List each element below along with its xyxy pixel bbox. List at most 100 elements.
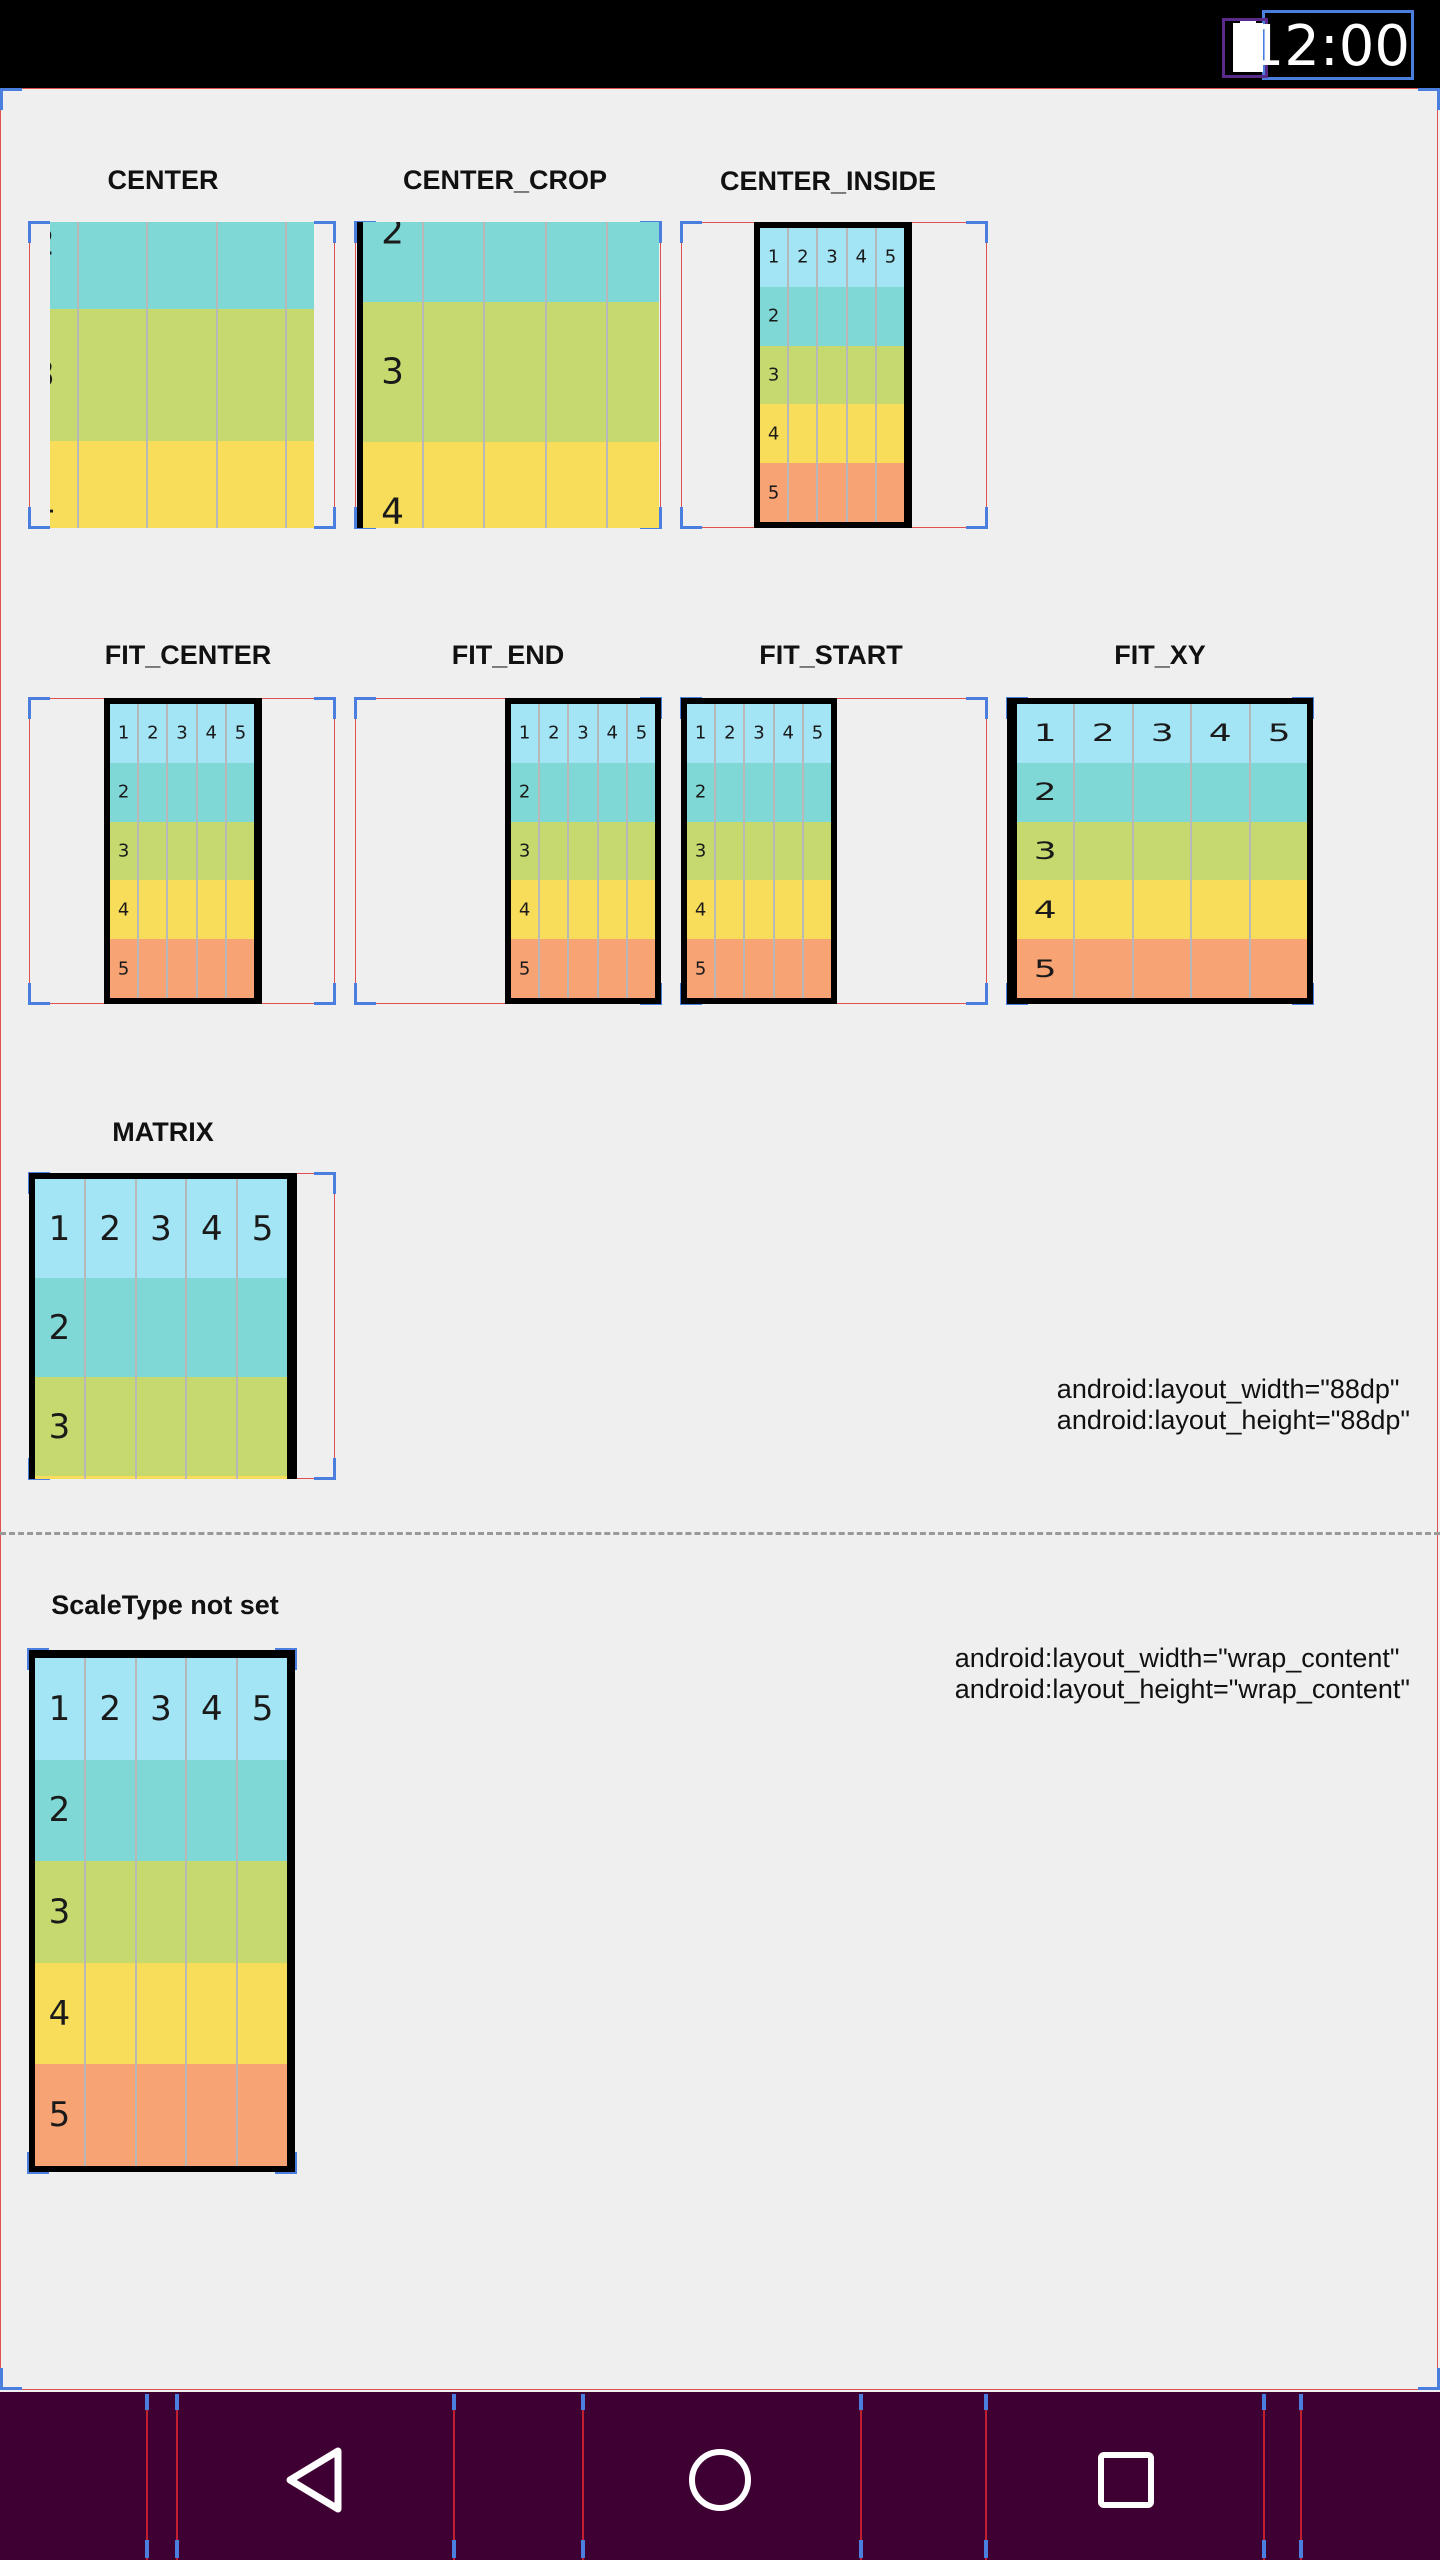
grid-cell: 5 (1017, 939, 1076, 998)
grid-cell (86, 1861, 137, 1963)
grid-cell: 4 (187, 1179, 239, 1278)
nav-bounds-tick (452, 2540, 456, 2558)
grid-cell: 3 (760, 345, 790, 405)
fixed-size-height: android:layout_height="88dp" (1056, 1405, 1410, 1435)
grid-number: 3 (176, 722, 188, 744)
grid-cell (168, 880, 198, 940)
grid-number: 5 (1033, 954, 1057, 983)
grid-cell (238, 1476, 287, 1479)
grid-cell (238, 1377, 287, 1476)
grid-number: 3 (150, 1688, 172, 1729)
grid-cell (1134, 821, 1193, 881)
grid-cell (187, 1861, 239, 1963)
recents-icon[interactable] (1076, 2430, 1176, 2530)
grid-number: 4 (782, 722, 794, 744)
grid-cell: 1 (511, 704, 541, 763)
nav-bounds-tick (175, 2394, 179, 2410)
grid-cell (608, 442, 659, 528)
grid-cell (599, 821, 628, 881)
grid-cell: 3 (745, 704, 775, 763)
grid-row: 5 (110, 939, 254, 998)
grid-cell (238, 1861, 287, 1963)
grid-cell (818, 404, 848, 464)
grid-cell (137, 2064, 188, 2166)
home-icon[interactable] (670, 2430, 770, 2530)
grid-cell (1192, 880, 1251, 940)
grid-row: 2 (760, 286, 904, 346)
grid-cell (424, 442, 486, 528)
grid-cell (789, 463, 819, 522)
grid-row: 3 (363, 302, 659, 442)
grid-number: 4 (855, 246, 867, 268)
grid-cell: 1 (35, 1179, 86, 1278)
status-time: 12:00 (1248, 14, 1410, 79)
grid-cell (1192, 821, 1251, 881)
grid-number: 4 (518, 899, 531, 921)
grid-row: 5 (760, 463, 904, 522)
grid-cell: 2 (363, 222, 425, 302)
grid-cell (608, 302, 659, 442)
grid-cell (628, 939, 655, 998)
grid-row: 4 (110, 880, 254, 940)
grid-cell: 1 (110, 704, 140, 763)
grid-cell (424, 302, 486, 442)
grid-cell: 4 (760, 404, 790, 464)
grid-cell (547, 222, 608, 302)
back-icon[interactable] (265, 2430, 365, 2530)
grid-number: 4 (606, 722, 618, 744)
grid-row: 4 (687, 880, 831, 940)
grid-cell: 5 (110, 939, 140, 998)
grid-cell (547, 302, 608, 442)
grid-cell (716, 762, 746, 822)
grid-row: 4 (50, 441, 314, 528)
nav-bounds-tick (984, 2394, 988, 2410)
content-corner (0, 88, 22, 110)
grid-cell (137, 1278, 188, 1377)
grid-cell: 1 (760, 228, 790, 287)
grid-cell (628, 880, 655, 939)
grid-number: 2 (147, 722, 159, 744)
grid-cell (485, 302, 547, 442)
grid-cell (775, 821, 804, 881)
grid-row: 5 (511, 939, 655, 998)
nav-bounds-line (453, 2396, 455, 2560)
grid-number: 2 (518, 781, 531, 803)
grid-cell (287, 309, 314, 441)
label-matrix: MATRIX (112, 1117, 214, 1147)
grid-number: 5 (251, 1688, 274, 1729)
grid-row: 3 (50, 309, 314, 441)
grid-row: 3 (1017, 821, 1307, 881)
grid-number: 2 (117, 781, 130, 803)
nav-bounds-tick (1262, 2540, 1266, 2558)
grid-cell (789, 345, 819, 405)
grid-cell (628, 822, 655, 881)
grid-cell (540, 880, 570, 940)
grid-cell: 4 (848, 228, 877, 287)
grid-cell (187, 2064, 239, 2166)
nav-bounds-tick (1299, 2540, 1303, 2558)
grid-cell (1192, 762, 1251, 822)
grid-cell (86, 1962, 137, 2065)
grid-number: 2 (1092, 719, 1116, 748)
grid-row: 2 (35, 1759, 287, 1862)
grid-cell: 2 (789, 228, 819, 287)
grid-row: 5 (687, 939, 831, 998)
grid-cell (848, 404, 877, 464)
grid-cell (238, 2064, 287, 2166)
grid-cell (227, 880, 254, 939)
grid-row: 4 (35, 1476, 287, 1479)
grid-number: 3 (694, 840, 707, 862)
grid-number: 2 (48, 1307, 71, 1348)
grid-cell: 4 (50, 441, 80, 528)
grid-number: 2 (548, 722, 560, 744)
grid-cell (86, 2064, 137, 2166)
grid-cell (1134, 880, 1193, 940)
grid-cell (86, 1759, 137, 1862)
grid-row: 2 (35, 1278, 287, 1377)
grid-cell (424, 222, 486, 302)
wrap-width: android:layout_width="wrap_content" (954, 1643, 1400, 1673)
section-divider (0, 1532, 1440, 1535)
